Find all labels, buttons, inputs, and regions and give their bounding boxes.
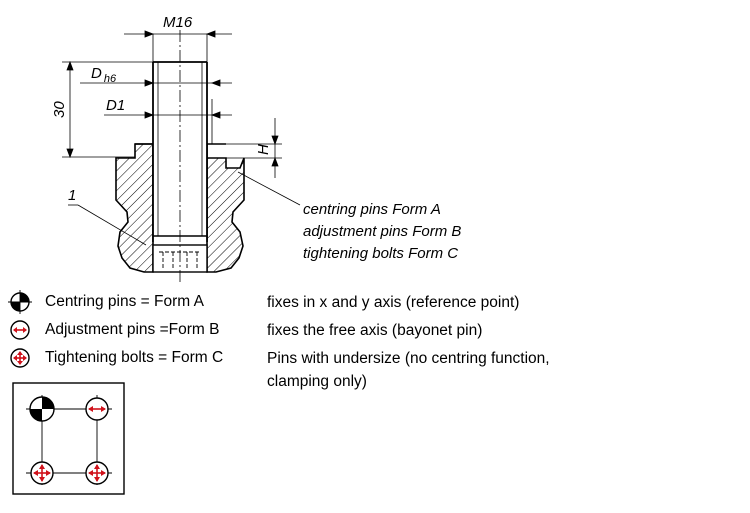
tightening-symbol-icon	[10, 348, 30, 368]
callout-line-1: centring pins Form A	[303, 201, 441, 218]
thread-dimension-label: M16	[163, 14, 193, 31]
example-centring-pin-icon	[29, 396, 55, 422]
legend-desc-tightening: Pins with undersize (no centring functio…	[267, 350, 550, 390]
callout-text: centring pins Form A adjustment pins For…	[303, 201, 461, 262]
arrangement-example	[12, 382, 125, 495]
length-dimension-label: 30	[51, 101, 68, 118]
example-tightening-bolt-left-icon	[30, 461, 54, 485]
adjustment-symbol-icon	[10, 320, 30, 340]
legend-label-centring: Centring pins = Form A	[45, 293, 204, 310]
collar-height-label: H	[255, 144, 272, 155]
callout-line-3: tightening bolts Form C	[303, 245, 458, 262]
centring-symbol-icon	[8, 290, 32, 314]
legend-desc-adjustment: fixes the free axis (bayonet pin)	[267, 322, 483, 339]
pin-section-view	[115, 30, 245, 285]
legend-label-adjustment: Adjustment pins =Form B	[45, 321, 220, 338]
inner-diameter-label: D1	[106, 97, 125, 114]
item-number-label: 1	[68, 187, 76, 204]
dimension-lines	[62, 30, 301, 246]
example-tightening-bolt-right-icon	[85, 461, 109, 485]
legend-desc-centring: fixes in x and y axis (reference point)	[267, 294, 520, 311]
legend-label-tightening: Tightening bolts = Form C	[45, 349, 224, 366]
example-adjustment-pin-icon	[85, 397, 109, 421]
callout-line-2: adjustment pins Form B	[303, 223, 461, 240]
